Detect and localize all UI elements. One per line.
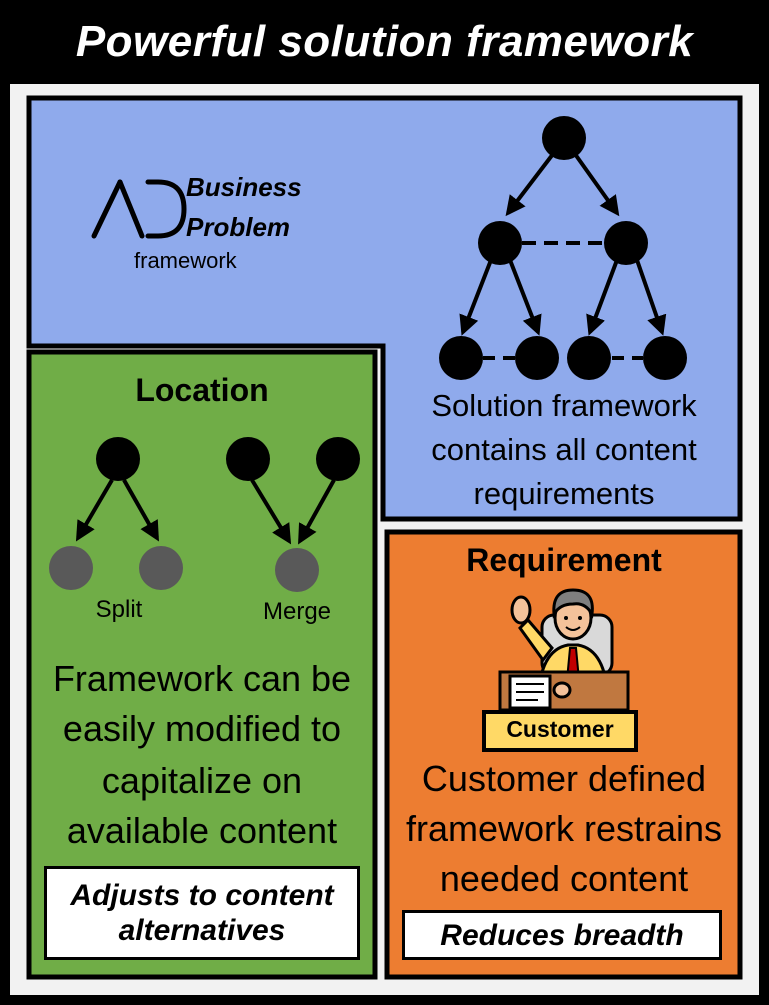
split-target-node-right xyxy=(139,546,183,590)
location-description-line-3: capitalize on xyxy=(101,760,303,801)
requirement-description-line-1: Customer defined xyxy=(421,758,707,799)
split-target-node-left xyxy=(49,546,93,590)
reduces-breadth-text: Reduces breadth xyxy=(440,918,684,952)
merge-source-node-left xyxy=(226,437,270,481)
location-heading: Location xyxy=(135,372,269,408)
tree-leaf-4 xyxy=(643,336,687,380)
logo-text-problem: Problem xyxy=(186,212,291,242)
split-diagram xyxy=(49,437,183,590)
split-source-node xyxy=(96,437,140,481)
merge-diagram xyxy=(226,437,360,592)
logo-text-business: Business xyxy=(186,172,302,202)
merge-source-node-right xyxy=(316,437,360,481)
logo-subtext: framework xyxy=(134,248,237,273)
tree-node-right xyxy=(604,221,648,265)
requirement-description-line-3: needed content xyxy=(439,858,689,899)
merge-label: Merge xyxy=(262,598,332,625)
adjusts-badge-line-1: Adjusts to content xyxy=(70,879,334,912)
merge-target-node xyxy=(275,548,319,592)
tree-node-root xyxy=(542,116,586,160)
page-title: Powerful solution framework xyxy=(75,17,694,66)
tree-leaf-1 xyxy=(439,336,483,380)
reduces-breadth-badge: Reduces breadth xyxy=(402,910,722,960)
tree-leaf-3 xyxy=(567,336,611,380)
split-label: Split xyxy=(95,596,143,623)
location-description-line-2: easily modified to xyxy=(62,708,342,749)
tree-node-left xyxy=(478,221,522,265)
customer-label: Customer xyxy=(506,716,614,742)
requirement-description-line-2: framework restrains xyxy=(405,808,723,849)
top-description-line-2: contains all content xyxy=(431,432,697,467)
adjusts-badge-line-2: alternatives xyxy=(118,914,286,947)
top-description-line-3: requirements xyxy=(473,476,655,511)
adjusts-badge: Adjusts to content alternatives xyxy=(44,866,360,960)
top-description-line-1: Solution framework xyxy=(431,388,697,423)
ad-logo-icon xyxy=(91,179,187,239)
tree-leaf-2 xyxy=(515,336,559,380)
location-description-line-4: available content xyxy=(66,810,338,851)
customer-label-box xyxy=(482,710,638,752)
location-description-line-1: Framework can be xyxy=(52,658,352,699)
blue-panel xyxy=(26,95,743,522)
requirement-heading: Requirement xyxy=(466,542,662,578)
hierarchy-tree xyxy=(439,116,687,380)
